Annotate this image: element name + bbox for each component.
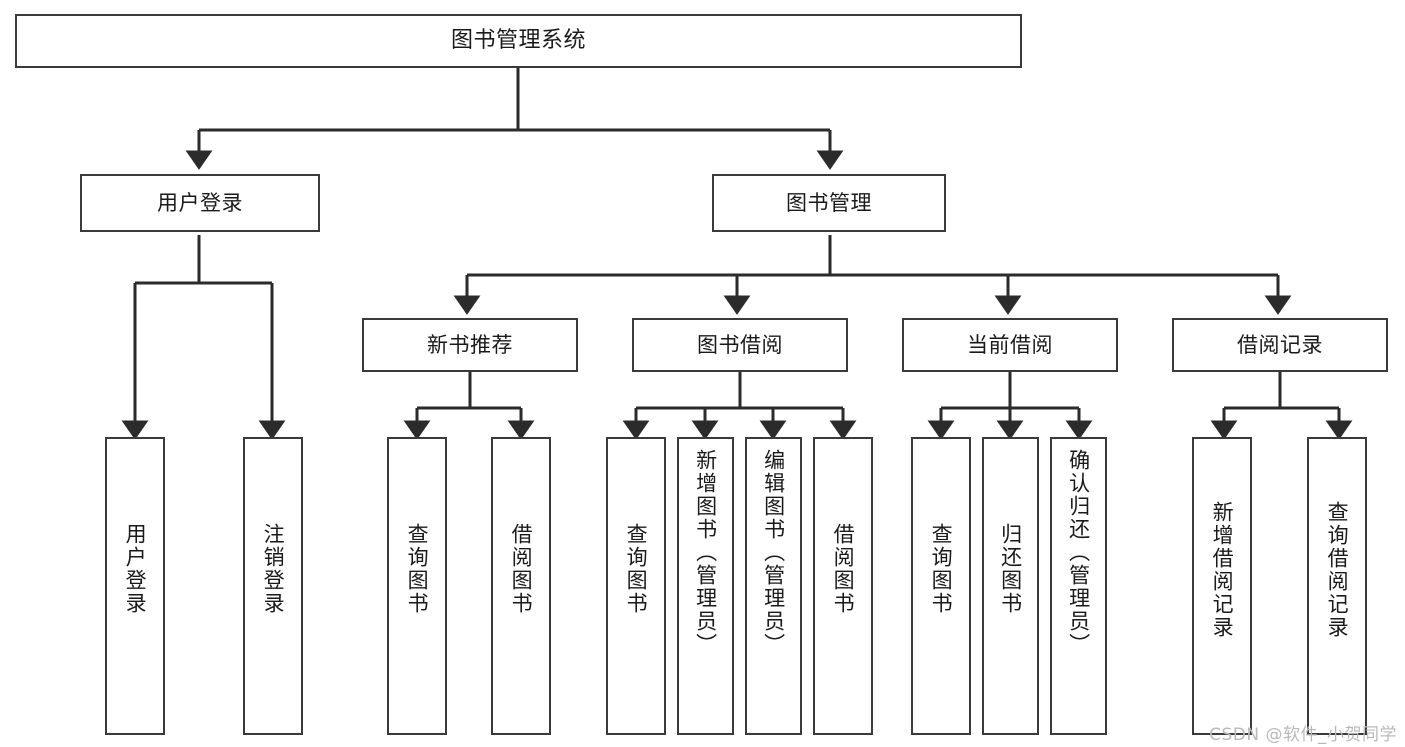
node-label: 用户登录 [123, 523, 148, 615]
node-label: 查询图书 [929, 523, 954, 615]
leaf-add-borrowing-record[interactable]: 新增借阅记录 [1192, 437, 1252, 735]
leaf-query-book-current[interactable]: 查询图书 [911, 437, 971, 735]
node-label: 确认归还（管理员） [1066, 449, 1091, 656]
node-label: 注销登录 [261, 523, 286, 615]
node-borrowing-record[interactable]: 借阅记录 [1172, 318, 1388, 372]
node-label: 查询借阅记录 [1325, 501, 1350, 639]
leaf-edit-book-admin[interactable]: 编辑图书（管理员） [745, 437, 802, 735]
leaf-user-login[interactable]: 用户登录 [105, 437, 165, 735]
node-root-book-management-system[interactable]: 图书管理系统 [15, 14, 1022, 68]
leaf-query-book-recommend[interactable]: 查询图书 [387, 437, 447, 735]
leaf-borrow-book-borrowing[interactable]: 借阅图书 [813, 437, 873, 735]
leaf-confirm-return-admin[interactable]: 确认归还（管理员） [1050, 437, 1107, 735]
node-label: 新增借阅记录 [1210, 501, 1235, 639]
node-label: 查询图书 [624, 523, 649, 615]
leaf-return-book[interactable]: 归还图书 [982, 437, 1039, 735]
node-current-borrowing[interactable]: 当前借阅 [902, 318, 1118, 372]
leaf-logout[interactable]: 注销登录 [243, 437, 303, 735]
leaf-add-book-admin[interactable]: 新增图书（管理员） [677, 437, 734, 735]
csdn-watermark: CSDN @软件_小贺同学 [1209, 725, 1397, 745]
node-label: 查询图书 [405, 523, 430, 615]
node-label: 图书管理 [786, 190, 872, 215]
node-label: 借阅图书 [509, 523, 534, 615]
leaf-borrow-book-recommend[interactable]: 借阅图书 [491, 437, 551, 735]
node-label: 当前借阅 [967, 332, 1053, 357]
node-label: 用户登录 [157, 190, 243, 215]
node-book-borrowing[interactable]: 图书借阅 [632, 318, 848, 372]
leaf-query-borrowing-record[interactable]: 查询借阅记录 [1307, 437, 1367, 735]
node-label: 新增图书（管理员） [693, 449, 718, 656]
node-label: 新书推荐 [427, 332, 513, 357]
node-new-book-recommendation[interactable]: 新书推荐 [362, 318, 578, 372]
node-label: 图书借阅 [697, 332, 783, 357]
node-label: 借阅图书 [831, 523, 856, 615]
node-label: 归还图书 [998, 523, 1023, 615]
node-label: 图书管理系统 [450, 28, 586, 54]
node-label: 借阅记录 [1237, 332, 1323, 357]
node-user-login[interactable]: 用户登录 [80, 174, 320, 232]
node-label: 编辑图书（管理员） [761, 449, 786, 656]
leaf-query-book-borrowing[interactable]: 查询图书 [606, 437, 666, 735]
node-book-management[interactable]: 图书管理 [712, 174, 946, 232]
